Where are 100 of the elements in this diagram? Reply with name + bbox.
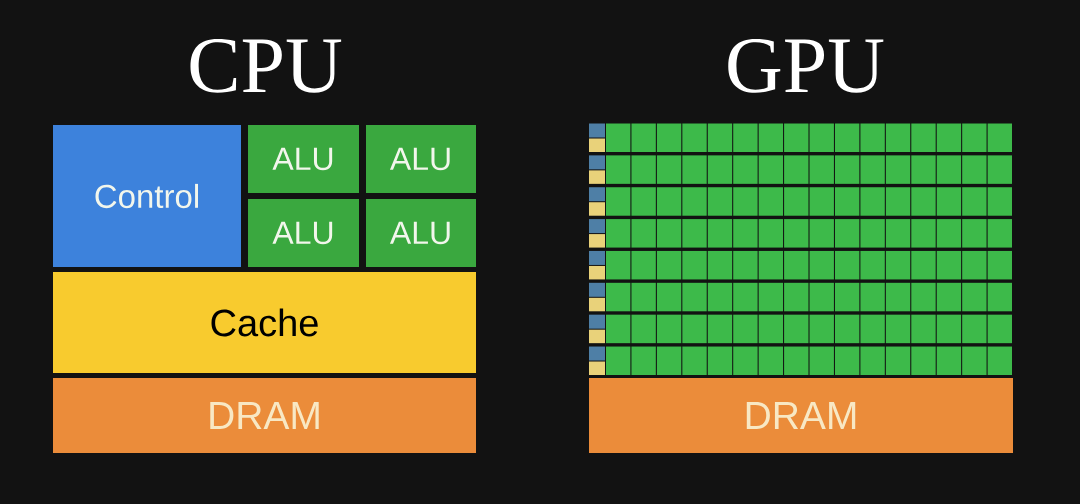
alu-tile xyxy=(631,155,656,184)
alu-tile xyxy=(682,123,707,152)
alu-tile xyxy=(987,219,1012,248)
alu-tile xyxy=(911,123,936,152)
alu-tile xyxy=(784,346,809,375)
alu-tile xyxy=(860,314,885,344)
alu-tile xyxy=(733,219,758,248)
alu-tile xyxy=(733,123,758,152)
alu-tile xyxy=(631,314,656,344)
alu-tile xyxy=(885,219,911,248)
alu-tile xyxy=(707,219,733,248)
panel-title: CPU xyxy=(190,39,342,93)
alu-tile xyxy=(885,155,911,184)
alu-box: ALU xyxy=(248,199,359,267)
alu-tile xyxy=(987,187,1012,216)
alu-tile xyxy=(860,187,885,216)
alu-tile xyxy=(606,187,631,216)
alu-tile xyxy=(962,219,987,248)
alu-tile xyxy=(606,282,631,312)
alu-tile xyxy=(911,155,936,184)
alu-tile xyxy=(860,250,885,280)
cache-bar: Cache xyxy=(53,272,476,373)
alu-tile xyxy=(758,155,784,184)
alu-tile xyxy=(834,187,860,216)
alu-tile xyxy=(606,123,631,152)
alu-tile xyxy=(962,123,987,152)
alu-tile xyxy=(631,219,656,248)
alu-tile xyxy=(962,282,987,312)
alu-tile xyxy=(707,187,733,216)
alu-tile xyxy=(860,346,885,375)
control-tile xyxy=(589,155,605,170)
alu-tile xyxy=(606,155,631,184)
alu-box: ALU xyxy=(366,125,476,193)
alu-tile xyxy=(733,155,758,184)
alu-tile xyxy=(758,187,784,216)
alu-tile xyxy=(860,282,885,312)
alu-tile xyxy=(962,155,987,184)
alu-tile xyxy=(911,346,936,375)
alu-tile xyxy=(962,346,987,375)
alu-box: ALU xyxy=(366,199,476,267)
alu-tile xyxy=(962,187,987,216)
alu-tile xyxy=(606,250,631,280)
alu-tile xyxy=(962,250,987,280)
cache-tile xyxy=(589,234,605,248)
alu-tile xyxy=(834,219,860,248)
alu-tile xyxy=(606,219,631,248)
alu-tile xyxy=(784,155,809,184)
alu-tile xyxy=(606,346,631,375)
control-tile xyxy=(589,219,605,234)
alu-tile xyxy=(784,219,809,248)
alu-tile xyxy=(631,346,656,375)
alu-tile xyxy=(860,219,885,248)
alu-tile xyxy=(682,187,707,216)
alu-box: ALU xyxy=(248,125,359,193)
alu-tile xyxy=(784,282,809,312)
alu-tile xyxy=(784,250,809,280)
alu-tile xyxy=(962,314,987,344)
alu-tile xyxy=(733,314,758,344)
alu-tile xyxy=(631,250,656,280)
alu-tile xyxy=(682,282,707,312)
alu-tile xyxy=(936,155,962,184)
panel-title: GPU xyxy=(728,39,884,93)
alu-tile xyxy=(860,123,885,152)
alu-tile xyxy=(834,155,860,184)
alu-tile xyxy=(784,187,809,216)
control-box: Control xyxy=(53,125,241,267)
alu-tile xyxy=(656,219,682,248)
dram-bar: DRAM xyxy=(589,378,1013,453)
alu-tile xyxy=(911,314,936,344)
alu-tile xyxy=(809,155,834,184)
alu-tile xyxy=(911,250,936,280)
alu-tile xyxy=(809,219,834,248)
alu-tile xyxy=(809,187,834,216)
cache-tile xyxy=(589,202,605,216)
alu-tile xyxy=(682,155,707,184)
alu-tile xyxy=(733,250,758,280)
alu-tile xyxy=(733,187,758,216)
alu-tile xyxy=(911,282,936,312)
alu-tile xyxy=(656,155,682,184)
alu-tile xyxy=(936,187,962,216)
alu-tile xyxy=(656,187,682,216)
alu-tile xyxy=(784,314,809,344)
alu-tile xyxy=(911,187,936,216)
alu-tile xyxy=(860,155,885,184)
alu-tile xyxy=(733,346,758,375)
alu-tile xyxy=(936,219,962,248)
alu-tile xyxy=(631,282,656,312)
alu-tile xyxy=(682,219,707,248)
control-tile xyxy=(589,187,605,202)
alu-tile xyxy=(911,219,936,248)
alu-tile xyxy=(758,219,784,248)
alu-tile xyxy=(707,155,733,184)
alu-tile xyxy=(682,346,707,375)
cache-tile xyxy=(589,170,605,184)
alu-tile xyxy=(885,187,911,216)
alu-tile xyxy=(784,123,809,152)
alu-tile xyxy=(682,250,707,280)
alu-tile xyxy=(987,155,1012,184)
alu-tile xyxy=(733,282,758,312)
alu-tile xyxy=(631,187,656,216)
